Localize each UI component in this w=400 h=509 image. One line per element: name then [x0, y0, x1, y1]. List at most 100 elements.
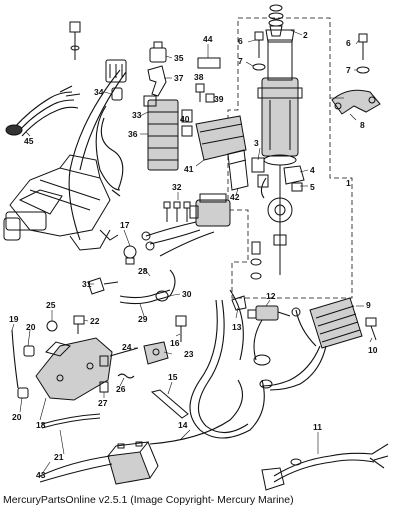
- callout-32: 32: [172, 182, 182, 192]
- callout-43: 43: [36, 470, 46, 480]
- callout-44: 44: [203, 34, 213, 44]
- callout-36: 36: [128, 129, 138, 139]
- lead-wire: [169, 269, 176, 297]
- callout-3: 3: [254, 138, 259, 148]
- callout-6b: 6: [346, 38, 351, 48]
- plate-42: [227, 149, 249, 191]
- starter-drive-shaft: [250, 165, 293, 280]
- starter-bracket: [331, 89, 381, 115]
- switch-box-36: [143, 95, 179, 171]
- callout-18: 18: [36, 420, 46, 430]
- callout-13: 13: [232, 322, 242, 332]
- callout-17: 17: [120, 220, 130, 230]
- lever-24: [109, 347, 139, 357]
- callout-25: 25: [46, 300, 56, 310]
- callout-2: 2: [303, 30, 308, 40]
- callout-42: 42: [230, 192, 240, 202]
- bracket-37: [147, 65, 167, 97]
- image-caption: MercuryPartsOnline v2.5.1 (Image Copyrig…: [3, 494, 294, 506]
- voltage-regulator-9: [309, 297, 363, 349]
- engine-block: [3, 154, 119, 251]
- callout-15: 15: [168, 372, 178, 382]
- grommet-13: [231, 295, 247, 311]
- callout-20b: 20: [12, 412, 22, 422]
- callout-33: 33: [132, 110, 142, 120]
- connector-block: [105, 59, 127, 83]
- connector-35: [149, 41, 167, 63]
- callout-21: 21: [54, 452, 64, 462]
- callout-35: 35: [174, 53, 184, 63]
- hose-28: [119, 289, 171, 305]
- callout-1: 1: [346, 178, 351, 188]
- callout-34: 34: [94, 87, 104, 97]
- callout-14: 14: [178, 420, 188, 430]
- callout-7: 7: [238, 56, 243, 66]
- callout-29: 29: [138, 314, 148, 324]
- adapter-harness-11: [261, 443, 389, 491]
- regulator-wires: [259, 345, 327, 391]
- callout-22: 22: [90, 316, 100, 326]
- grommet-40: [181, 109, 193, 137]
- callout-11: 11: [313, 422, 322, 432]
- callout-6: 6: [238, 36, 243, 46]
- callout-31: 31: [82, 279, 92, 289]
- bolt-38: [195, 83, 205, 102]
- callout-27: 27: [98, 398, 108, 408]
- starter-spring-stack: [268, 4, 284, 37]
- callout-30: 30: [182, 289, 192, 299]
- clip-20-top: [23, 345, 35, 357]
- grommet-25: [46, 320, 58, 332]
- callout-38: 38: [194, 72, 204, 82]
- cap-31: [87, 277, 119, 295]
- callout-9: 9: [366, 300, 371, 310]
- callout-8: 8: [360, 120, 365, 130]
- callout-12: 12: [266, 291, 276, 301]
- relay-wires: [253, 307, 317, 366]
- callout-20: 20: [26, 322, 36, 332]
- wiring-harness-45: [5, 85, 81, 137]
- stud-16: [175, 315, 187, 342]
- callout-19: 19: [9, 314, 19, 324]
- switch-23: [143, 341, 169, 365]
- cable-19: [11, 329, 19, 389]
- callout-10: 10: [368, 345, 378, 355]
- bulb-17: [123, 245, 137, 265]
- starter-motor: [257, 29, 303, 166]
- callout-41: 41: [184, 164, 194, 174]
- callout-24: 24: [122, 342, 132, 352]
- spring-26: [117, 373, 135, 379]
- battery-cables: [39, 379, 244, 483]
- callout-26: 26: [116, 384, 126, 394]
- starter-cable-stub: [260, 177, 267, 199]
- starter-assembly-boundary: [227, 17, 353, 299]
- starter-bolt-left: [252, 31, 266, 71]
- tie-strap-15: [150, 389, 189, 419]
- bolt-22: [73, 315, 85, 334]
- callout-4: 4: [310, 165, 315, 175]
- callout-23: 23: [184, 349, 194, 359]
- relay-12: [247, 305, 291, 321]
- nut-39: [205, 93, 215, 103]
- ignition-coil: [189, 193, 231, 227]
- cdi-module: [195, 115, 247, 161]
- screws-32: [163, 201, 191, 222]
- battery-43: [107, 441, 159, 485]
- harness-loop-left: [68, 69, 127, 241]
- callout-37: 37: [174, 73, 184, 83]
- callout-39: 39: [214, 94, 224, 104]
- starter-clamp-parts: [251, 157, 305, 192]
- main-harness-14: [189, 289, 265, 439]
- bracket-plate-18: [35, 337, 113, 401]
- callout-7b: 7: [346, 65, 351, 75]
- callout-5: 5: [310, 182, 315, 192]
- leader-lines: [11, 29, 373, 475]
- ground-wire: [100, 117, 124, 197]
- callout-28: 28: [138, 266, 148, 276]
- wire-21: [41, 413, 101, 429]
- callouts: 1 2 3 4 5 6 6 7 7 8 9 10 11 12 13 14 15 …: [9, 30, 378, 480]
- decal-44: [197, 57, 221, 69]
- grommet-20-bottom: [17, 387, 29, 399]
- callout-45: 45: [24, 136, 34, 146]
- callout-40: 40: [180, 114, 190, 124]
